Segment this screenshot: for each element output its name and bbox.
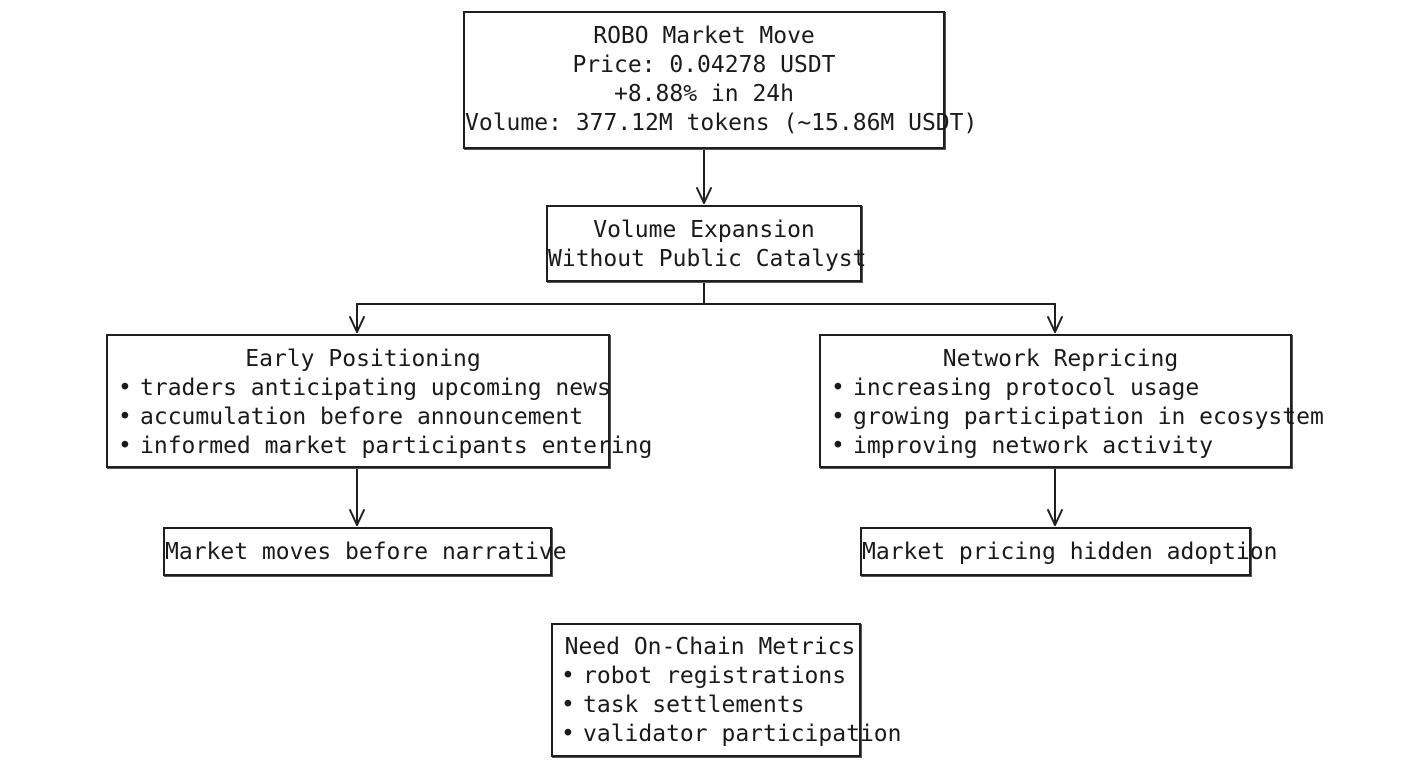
arrowhead-right-to-outcome: [1047, 509, 1063, 526]
market-moves-before-narrative-box: Market moves before narrative: [163, 527, 567, 576]
bullet-icon: •: [561, 663, 575, 689]
bullet-icon: •: [561, 721, 575, 747]
list-item-text: accumulation before announcement: [140, 404, 584, 430]
right-outcome-text: Market pricing hidden adoption: [862, 539, 1278, 565]
list-item-text: improving network activity: [853, 433, 1214, 459]
arrowhead-branch-right: [1047, 316, 1063, 333]
market-pricing-hidden-adoption-box: Market pricing hidden adoption: [860, 527, 1278, 576]
early-positioning-box: Early Positioning • traders anticipating …: [106, 334, 652, 468]
bullet-icon: •: [831, 404, 845, 430]
on-chain-metrics-box: Need On-Chain Metrics • robot registratio…: [551, 623, 902, 757]
list-item: • validator participation: [561, 720, 902, 749]
list-item: • increasing protocol usage: [831, 374, 1290, 403]
on-chain-metrics-title: Need On-Chain Metrics: [564, 634, 856, 660]
arrowhead-branch-left: [349, 316, 365, 333]
network-repricing-title: Network Repricing: [942, 346, 1179, 372]
bullet-icon: •: [831, 433, 845, 459]
market-move-box: ROBO Market Move Price: 0.04278 USDT +8.…: [463, 11, 978, 149]
list-item: • growing participation in ecosystem: [831, 403, 1324, 432]
list-item: • informed market participants entering: [118, 432, 652, 461]
market-move-title: ROBO Market Move: [593, 23, 815, 49]
left-outcome-text: Market moves before narrative: [165, 539, 567, 565]
early-positioning-title: Early Positioning: [245, 346, 481, 372]
arrowhead-top-to-middle: [696, 187, 712, 204]
price-text: Price: 0.04278 USDT: [572, 52, 836, 78]
list-item: • task settlements: [561, 691, 859, 720]
bullet-icon: •: [561, 692, 575, 718]
list-item: • improving network activity: [831, 432, 1290, 461]
bullet-icon: •: [118, 375, 132, 401]
list-item: • accumulation before announcement: [118, 403, 608, 432]
change-24h-text: +8.88% in 24h: [613, 81, 794, 107]
volume-expansion-box: Volume Expansion Without Public Catalyst: [546, 205, 867, 282]
list-item-text: growing participation in ecosystem: [853, 404, 1324, 430]
list-item-text: robot registrations: [583, 663, 847, 689]
list-item: • robot registrations: [561, 662, 859, 691]
network-repricing-box: Network Repricing • increasing protocol u…: [819, 334, 1324, 468]
bullet-icon: •: [118, 404, 132, 430]
list-item-text: traders anticipating upcoming news: [140, 375, 611, 401]
bullet-icon: •: [118, 433, 132, 459]
volume-expansion-line-1: Volume Expansion: [593, 217, 815, 243]
list-item: • traders anticipating upcoming news: [118, 374, 611, 403]
list-item-text: increasing protocol usage: [853, 375, 1200, 401]
volume-expansion-line-2: Without Public Catalyst: [548, 246, 867, 272]
volume-text: Volume: 377.12M tokens (~15.86M USDT): [465, 110, 978, 136]
arrowhead-left-to-outcome: [349, 509, 365, 526]
list-item-text: validator participation: [583, 721, 902, 747]
bullet-icon: •: [831, 375, 845, 401]
list-item-text: informed market participants entering: [140, 433, 653, 459]
list-item-text: task settlements: [583, 692, 805, 718]
